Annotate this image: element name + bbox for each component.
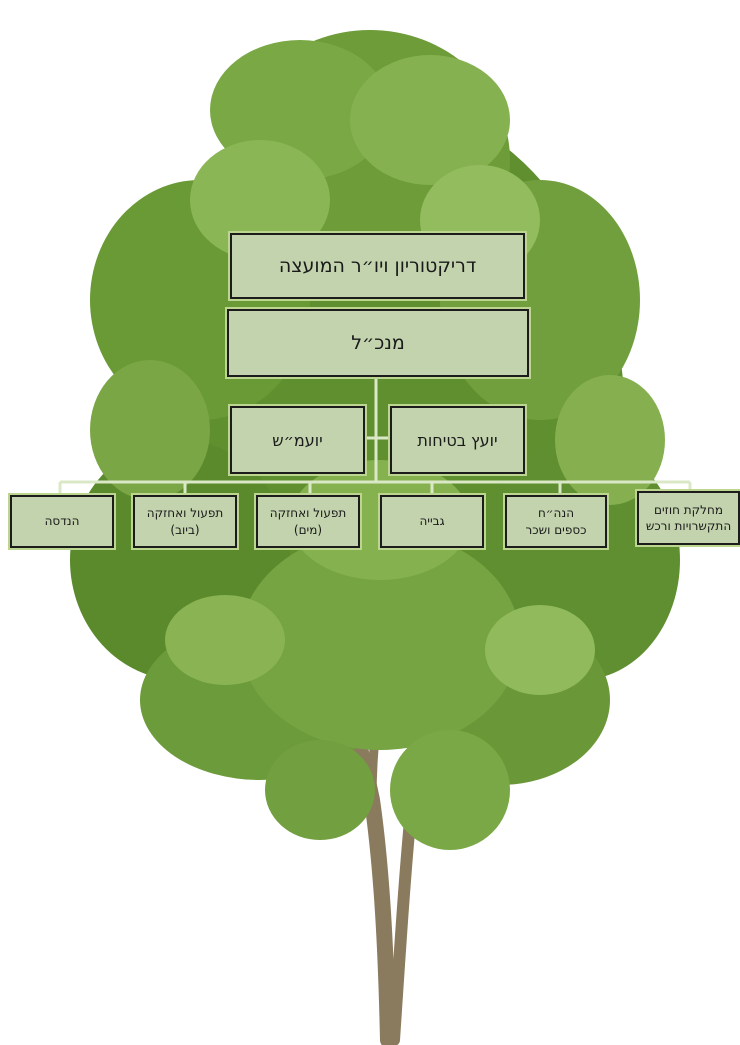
department-box: גבייה [380,495,484,548]
tree-foliage [70,30,680,850]
department-box: מחלקת חוזים התקשרויות ורכש [637,491,740,545]
safety-advisor-box: יועץ בטיחות [390,406,525,474]
department-box: הנדסה [10,495,114,548]
ceo-box: מנכ״ל [227,309,529,377]
department-box: הנה״ח כספים ושכר [505,495,607,548]
board-chair-box: דריקטוריון ויו״ר המועצה [230,233,525,299]
department-box: תפעול ואחזקה (ביוב) [133,495,237,548]
department-box: תפעול ואחזקה (מים) [256,495,360,548]
legal-advisor-box: יועמ״ש [230,406,365,474]
